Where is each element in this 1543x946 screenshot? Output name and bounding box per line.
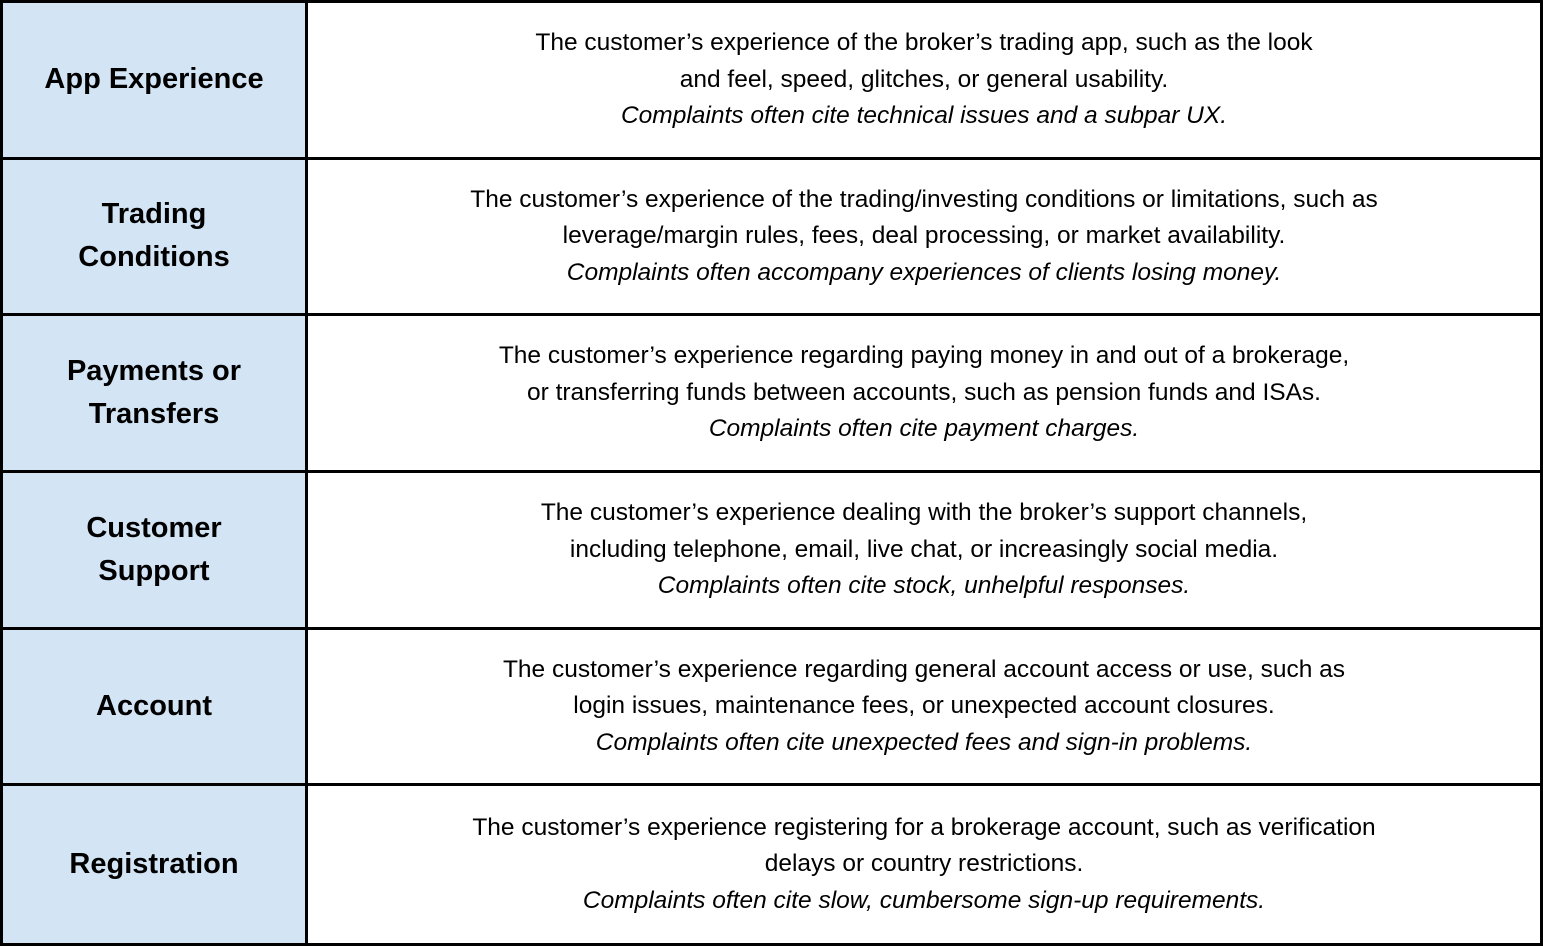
description-line: login issues, maintenance fees, or unexp… <box>573 692 1275 720</box>
description-line: The customer’s experience of the broker’… <box>535 29 1313 57</box>
category-label-line: Conditions <box>78 241 230 274</box>
category-cell: Payments or Transfers <box>3 316 308 473</box>
category-label-line: Customer <box>86 511 222 544</box>
complaint-note: Complaints often cite unexpected fees an… <box>595 728 1253 756</box>
category-label: App Experience <box>44 63 264 96</box>
complaint-note: Complaints often cite payment charges. <box>708 415 1140 443</box>
description-cell: The customer’s experience regarding gene… <box>308 629 1540 787</box>
category-cell: Account <box>3 629 308 787</box>
category-label: Payments or Transfers <box>67 350 241 436</box>
description-line: delays or country restrictions. <box>764 850 1084 878</box>
description-line: or transferring funds between accounts, … <box>526 378 1321 406</box>
description-cell: The customer’s experience regarding payi… <box>308 316 1540 473</box>
description-cell: The customer’s experience of the trading… <box>308 159 1540 317</box>
complaint-note: Complaints often accompany experiences o… <box>566 258 1282 286</box>
description-cell: The customer’s experience of the broker’… <box>308 3 1540 160</box>
category-label-line: Transfers <box>88 398 220 431</box>
category-cell: App Experience <box>3 3 308 160</box>
description-line: The customer’s experience regarding gene… <box>502 655 1346 683</box>
category-cell: Registration <box>3 786 308 943</box>
description-cell: The customer’s experience registering fo… <box>308 786 1540 943</box>
complaint-note: Complaints often cite technical issues a… <box>620 102 1228 130</box>
description-line: leverage/margin rules, fees, deal proces… <box>562 222 1286 250</box>
complaint-note: Complaints often cite slow, cumbersome s… <box>582 886 1266 914</box>
category-label: Registration <box>69 848 239 881</box>
category-label-line: Trading <box>101 198 207 231</box>
category-label-line: Support <box>98 554 210 587</box>
complaint-note: Complaints often cite stock, unhelpful r… <box>657 572 1191 600</box>
description-line: The customer’s experience of the trading… <box>470 185 1378 213</box>
category-label: Account <box>96 689 212 722</box>
category-label-line: Payments or <box>66 355 242 388</box>
description-line: The customer’s experience registering fo… <box>472 813 1376 841</box>
description-line: and feel, speed, glitches, or general us… <box>679 65 1169 93</box>
description-line: The customer’s experience dealing with t… <box>540 499 1308 527</box>
description-line: including telephone, email, live chat, o… <box>569 535 1279 563</box>
description-cell: The customer’s experience dealing with t… <box>308 473 1540 630</box>
description-line: The customer’s experience regarding payi… <box>498 342 1350 370</box>
